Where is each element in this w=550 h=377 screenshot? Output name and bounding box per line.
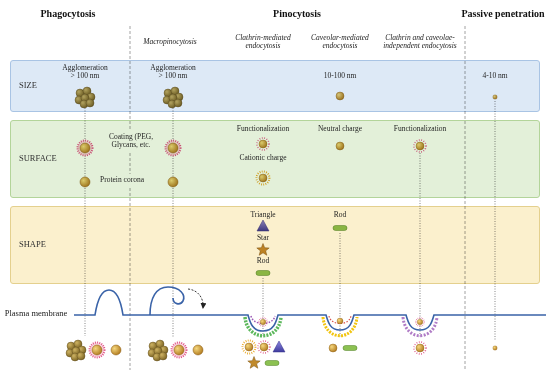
column-heading: Passive penetration: [461, 8, 544, 19]
cationic-particle: [243, 341, 256, 354]
pathway-subheading: Clathrin-mediated endocytosis: [231, 34, 295, 51]
band-heading: SURFACE: [19, 154, 57, 164]
property-text: Rod: [257, 257, 270, 265]
property-text: Agglomeration > 100 nm: [148, 64, 198, 81]
clathrin-coat: [245, 317, 281, 336]
nanoparticle: [329, 344, 337, 352]
rod-particle: [343, 346, 357, 351]
property-text: Functionalization: [237, 125, 290, 133]
functionalized-particle: [259, 318, 267, 326]
functionalized-particle: [414, 342, 426, 354]
property-text: Star: [257, 234, 269, 242]
property-text: 10-100 nm: [324, 72, 357, 80]
agglomerate: [148, 340, 168, 361]
property-band: SIZE Agglomeration > 100 nm Agglomeration …: [10, 60, 540, 112]
property-text: Protein corona: [100, 176, 144, 184]
uptake-arrow: [188, 289, 203, 308]
pathway-subheading: Macropinocytosis: [143, 38, 196, 46]
agglomerate: [66, 340, 86, 361]
pathway-subheading: Caveolar-mediated endocytosis: [307, 34, 373, 51]
property-band: SURFACE Coating (PEG, Glycans, etc. Protei…: [10, 120, 540, 198]
coated-particle: [172, 343, 187, 358]
property-text: Rod: [334, 211, 347, 219]
coated-particle: [90, 343, 105, 358]
triangle-particle: [273, 341, 285, 352]
membrane-line: [74, 290, 150, 315]
property-text: Triangle: [250, 211, 275, 219]
functionalized-particle: [258, 341, 270, 353]
property-text: Coating (PEG, Glycans, etc.: [105, 133, 157, 150]
nanoparticle: [337, 318, 343, 324]
band-heading: SIZE: [19, 81, 37, 91]
nanoparticle: [493, 346, 498, 351]
band-heading: SHAPE: [19, 240, 46, 250]
receptor-layer: [329, 316, 351, 324]
property-text: Agglomeration > 100 nm: [60, 64, 110, 81]
property-band: SHAPETriangleStarRodRod: [10, 206, 540, 284]
property-text: Functionalization: [394, 125, 447, 133]
column-heading: Pinocytosis: [273, 8, 321, 19]
membrane-ruffle: [150, 287, 184, 315]
membrane-line: [150, 315, 546, 331]
nanoparticle: [193, 345, 203, 355]
column-heading: Phagocytosis: [41, 8, 96, 19]
nanoparticle: [111, 345, 121, 355]
property-text: Cationic charge: [239, 154, 286, 162]
membrane-label: Plasma membrane: [5, 309, 68, 319]
functionalized-particle: [416, 318, 424, 326]
property-text: 4-10 nm: [482, 72, 507, 80]
property-text: Neutral charge: [318, 125, 362, 133]
internalized-particles: [66, 340, 497, 368]
pathway-subheading: Clathrin and caveolae-independent endocy…: [381, 34, 459, 51]
star-particle: [248, 357, 260, 369]
pit-particles: [259, 318, 424, 326]
plasma-membrane: [74, 287, 546, 331]
rod-particle: [265, 361, 279, 366]
